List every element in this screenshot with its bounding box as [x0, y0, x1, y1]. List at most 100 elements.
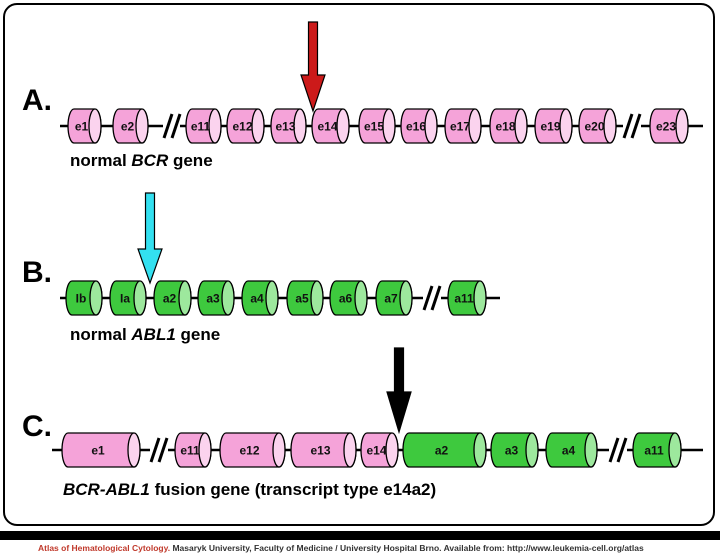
caption-gene: ABL1	[130, 325, 175, 344]
exon-e17: e17	[444, 108, 482, 144]
exon-label: a7	[384, 292, 398, 306]
row-b: B. Ib Ia a2 a3 a4 a5 a6 a7 a11 normal ABL1 gene	[22, 192, 500, 344]
exon-cap	[178, 280, 192, 316]
exon-e19: e19	[534, 108, 573, 144]
exon-label: a11	[454, 292, 474, 306]
caption-prefix: normal	[70, 151, 131, 170]
break-mark	[616, 437, 628, 463]
exon-label: a3	[206, 292, 220, 306]
gene-caption: normal BCR gene	[70, 151, 213, 170]
exon-a11: a11	[447, 280, 487, 316]
exon-label: Ia	[120, 292, 130, 306]
break-mark	[149, 437, 161, 463]
exon-cap	[473, 280, 487, 316]
exon-a4: a4	[241, 280, 279, 316]
exon-e13: e13	[270, 108, 307, 144]
footer-divider	[0, 531, 720, 540]
exon-a11: a11	[632, 432, 682, 468]
exon-e12: e12	[219, 432, 286, 468]
exon-label: e12	[232, 120, 252, 134]
exon-label: a2	[435, 444, 449, 458]
exon-e13: e13	[290, 432, 357, 468]
break-gap	[150, 447, 168, 453]
exon-a7: a7	[375, 280, 413, 316]
exon-label: e11	[180, 444, 200, 458]
exon-e14: e14	[311, 108, 350, 144]
exon-label: a6	[339, 292, 353, 306]
exon-label: e18	[495, 120, 515, 134]
gene-caption: normal ABL1 gene	[70, 325, 220, 344]
break-mark	[430, 285, 442, 311]
exon-e11: e11	[185, 108, 222, 144]
exon-cap	[559, 108, 573, 144]
exon-cap	[399, 280, 413, 316]
exon-ib: Ib	[65, 280, 103, 316]
exon-cap	[265, 280, 279, 316]
exon-cap	[473, 432, 487, 468]
break-mark	[622, 113, 634, 139]
row-label-b: B.	[22, 256, 52, 289]
source-details: Masaryk University, Faculty of Medicine …	[170, 543, 644, 553]
exon-label: e14	[317, 120, 337, 134]
exon-a5: a5	[286, 280, 324, 316]
caption-suffix: fusion gene (transcript type e14a2)	[150, 480, 436, 499]
exon-label: a5	[295, 292, 309, 306]
exon-label: a3	[505, 444, 519, 458]
caption-suffix: gene	[168, 151, 212, 170]
row-label-a: A.	[22, 84, 52, 117]
caption-gene: BCR	[131, 151, 169, 170]
break-mark	[170, 113, 182, 139]
break-gap	[163, 123, 180, 129]
exon-label: e13	[275, 120, 295, 134]
exon-a3: a3	[490, 432, 539, 468]
source-credit: Atlas of Hematological Cytology. Masaryk…	[38, 543, 644, 553]
break-gap	[609, 447, 627, 453]
exon-cap	[382, 108, 396, 144]
exon-cap	[133, 280, 147, 316]
caption-prefix: normal	[70, 325, 131, 344]
exon-cap	[603, 108, 617, 144]
exon-e16: e16	[400, 108, 438, 144]
exon-a2: a2	[153, 280, 192, 316]
atlas-title: Atlas of Hematological Cytology.	[38, 543, 171, 553]
exon-ia: Ia	[109, 280, 147, 316]
break-gap	[423, 295, 441, 301]
break-mark	[162, 113, 174, 139]
exon-label: a2	[163, 292, 177, 306]
exon-label: e1	[91, 444, 105, 458]
exon-e12: e12	[226, 108, 265, 144]
exon-cap	[468, 108, 482, 144]
breakpoint-arrow	[300, 21, 326, 113]
exon-cap	[584, 432, 598, 468]
exon-cap	[310, 280, 324, 316]
exon-cap	[208, 108, 222, 144]
exon-e11: e11	[174, 432, 212, 468]
exon-e1: e1	[67, 108, 102, 144]
exon-cap	[354, 280, 368, 316]
exon-cap	[668, 432, 682, 468]
row-label-c: C.	[22, 410, 52, 443]
exon-cap	[525, 432, 539, 468]
exon-cap	[514, 108, 528, 144]
exon-cap	[343, 432, 357, 468]
exon-e1: e1	[61, 432, 141, 468]
breakpoint-arrow	[386, 347, 412, 435]
exon-a3: a3	[197, 280, 235, 316]
exon-e23: e23	[649, 108, 689, 144]
exon-label: a11	[644, 444, 664, 458]
caption-suffix: gene	[176, 325, 220, 344]
exon-cap	[88, 108, 102, 144]
exon-cap	[293, 108, 307, 144]
exon-cap	[135, 108, 149, 144]
exon-label: e2	[121, 120, 135, 134]
break-mark	[157, 437, 169, 463]
exon-label: e1	[75, 120, 89, 134]
exon-label: e15	[364, 120, 384, 134]
exon-e18: e18	[489, 108, 528, 144]
gene-caption: BCR-ABL1 fusion gene (transcript type e1…	[63, 480, 436, 499]
exon-label: a4	[562, 444, 576, 458]
exon-cap	[424, 108, 438, 144]
